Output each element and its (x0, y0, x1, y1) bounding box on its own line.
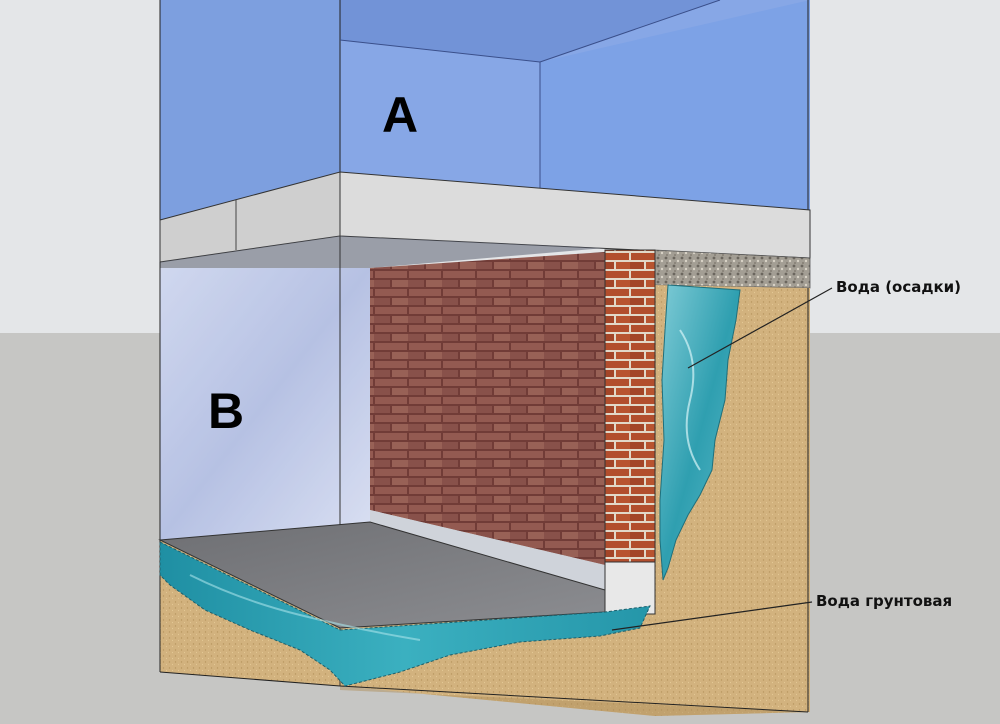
room-upper-label: A (382, 87, 418, 143)
precipitation-water-shine (679, 329, 701, 471)
room-basement-label: B (208, 383, 244, 439)
ground-water-shine (189, 574, 421, 641)
precipitation-water (659, 284, 741, 581)
basement-floor (158, 521, 606, 629)
callout-line-ground (611, 601, 813, 631)
room-basement (159, 236, 370, 686)
ground-water (159, 541, 651, 687)
room-upper (159, 0, 810, 220)
precipitation-water-label: Вода (осадки) (836, 278, 961, 296)
basement-brick-wall (370, 252, 605, 590)
callout-line-precipitation (687, 287, 833, 369)
wall-cross-section (604, 249, 656, 615)
ground-water-label: Вода грунтовая (816, 592, 952, 610)
floor-slab (159, 171, 811, 268)
